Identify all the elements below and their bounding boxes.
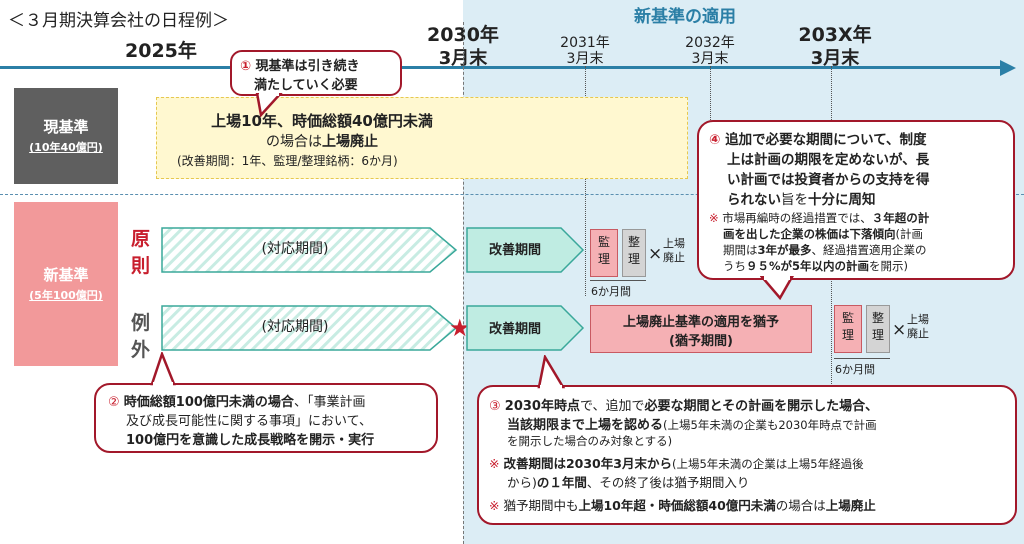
callout-2-line3: 100億円を意識した成長戦略を開示・実行	[126, 433, 375, 448]
year-203x-label-2: 3月末	[810, 48, 860, 69]
principle-improvement-label: 改善期間	[488, 243, 541, 258]
exception-label-2: 外	[131, 339, 151, 361]
principle-label-2: 則	[131, 255, 151, 277]
callout-4-line3: い計画では投資者からの支持を得	[727, 172, 930, 188]
year-2032-label-2: 3月末	[691, 51, 729, 67]
exception-six-months-bracket	[834, 358, 890, 359]
callout-1-pointer	[255, 93, 283, 117]
exception-label-1: 例	[131, 312, 151, 334]
grace-period-line2: (猶予期間)	[669, 334, 733, 349]
exception-improvement-label: 改善期間	[488, 322, 541, 337]
callout-2: ② 時価総額100億円未満の場合、「事業計画 及び成長可能性に関する事項」におい…	[94, 383, 438, 453]
year-2030-label-1: 2030年	[427, 24, 499, 46]
new-standard-header: 新基準の適用	[634, 7, 736, 27]
page-title: ＜３月期決算会社の日程例＞	[8, 11, 229, 31]
callout-4-note-line3: 期間は3年が最多、経過措置適用企業の	[723, 243, 927, 257]
principle-kanri-tag: 監理	[590, 229, 618, 277]
year-2031-label-1: 2031年	[560, 35, 610, 51]
current-standard-label: 現基準	[43, 118, 89, 136]
principle-response-label: (対応期間)	[261, 241, 329, 257]
callout-4-line4: られない旨を十分に周知	[727, 192, 876, 208]
year-2032-label-1: 2032年	[685, 35, 735, 51]
callout-1-line2: 満たしていく必要	[254, 78, 358, 93]
guide-2032	[710, 66, 711, 126]
callout-3-note1-line2: から)の１年間、その終了後は猶予期間入り	[507, 475, 750, 490]
callout-2-line2: 及び成長可能性に関する事項」において、	[126, 414, 372, 429]
exception-six-months-label: 6か月間	[835, 363, 875, 376]
exception-response-label: (対応期間)	[261, 319, 329, 335]
new-standard-sub: (5年100億円)	[29, 289, 103, 302]
principle-improvement-arrow	[466, 227, 585, 273]
new-standard-label: 新基準	[43, 266, 89, 284]
new-standard-box: 新基準 (5年100億円)	[14, 202, 118, 366]
callout-4: ④ 追加で必要な期間について、制度 上は計画の期限を定めないが、長 い計画では投…	[697, 120, 1015, 280]
divider-2030	[463, 22, 464, 544]
callout-4-line2: 上は計画の期限を定めないが、長	[727, 152, 930, 168]
callout-1: ① 現基準は引き続き 満たしていく必要	[230, 50, 402, 96]
callout-4-note-line2: 画を出した企業の株価は下落傾向(計画	[723, 227, 923, 241]
current-standard-box: 現基準 (10年40億円)	[14, 88, 118, 184]
guide-2031	[585, 66, 586, 296]
principle-six-months-label: 6か月間	[591, 285, 631, 298]
callout-4-line1: ④ 追加で必要な期間について、制度	[709, 132, 927, 148]
callout-3-note1: ※ 改善期間は2030年3月末から(上場5年未満の企業は上場5年経過後	[489, 456, 864, 471]
callout-3-line2: 当該期限まで上場を認める(上場5年未満の企業も2030年時点で計画	[507, 418, 877, 433]
exception-response-arrow	[161, 305, 458, 351]
callout-3: ③ 2030年時点で、追加で必要な期間とその計画を開示した場合、 当該期限まで上…	[477, 385, 1017, 525]
current-rule-line1: 上場10年、時価総額40億円未満	[211, 112, 433, 130]
callout-3-line3: を開示した場合のみ対象とする)	[507, 434, 673, 448]
grace-period-bar: 上場廃止基準の適用を猶予 (猶予期間)	[590, 305, 812, 353]
callout-3-note2: ※ 猶予期間中も上場10年超・時価総額40億円未満の場合は上場廃止	[489, 498, 876, 513]
exception-seiri-tag: 整理	[866, 305, 890, 353]
exception-delist-label: 上場廃止	[907, 313, 929, 340]
current-standard-sub: (10年40億円)	[29, 141, 103, 154]
callout-3-pointer	[537, 355, 566, 389]
principle-delist-label: 上場廃止	[663, 237, 685, 264]
year-2031-label-2: 3月末	[566, 51, 604, 67]
callout-2-pointer	[150, 352, 176, 386]
grace-period-line1: 上場廃止基準の適用を猶予	[622, 315, 779, 330]
timeline-axis	[0, 66, 1002, 69]
callout-4-note-line4: うち９５%が5年以内の計画を開示)	[723, 259, 909, 273]
timeline-arrowhead	[1000, 60, 1016, 76]
section-divider	[0, 194, 1024, 195]
exception-cross-mark: ×	[892, 320, 907, 340]
current-rule-line3: (改善期間：1年、監理/整理銘柄：6か月)	[177, 154, 398, 168]
callout-2-line1: ② 時価総額100億円未満の場合、「事業計画	[108, 395, 366, 410]
year-203x-label-1: 203X年	[798, 24, 872, 46]
exception-kanri-tag: 監理	[834, 305, 862, 353]
exception-improvement-arrow	[466, 305, 585, 351]
principle-cross-mark: ×	[648, 244, 663, 264]
year-2025-label: 2025年	[125, 40, 197, 62]
callout-1-line1: ① 現基準は引き続き	[240, 59, 360, 74]
callout-4-note-line1: ※ 市場再編時の経過措置では、３年超の計	[709, 211, 930, 225]
callout-3-line1: ③ 2030年時点で、追加で必要な期間とその計画を開示した場合、	[489, 399, 879, 414]
current-rule-line2: の場合は上場廃止	[266, 134, 378, 150]
principle-six-months-bracket	[590, 280, 646, 281]
current-rule-box: 上場10年、時価総額40億円未満 の場合は上場廃止 (改善期間：1年、監理/整理…	[156, 97, 688, 179]
principle-label-1: 原	[131, 228, 151, 250]
principle-seiri-tag: 整理	[622, 229, 646, 277]
callout-4-pointer	[760, 276, 795, 300]
star-icon: ★	[449, 314, 471, 342]
principle-response-arrow	[161, 227, 458, 273]
